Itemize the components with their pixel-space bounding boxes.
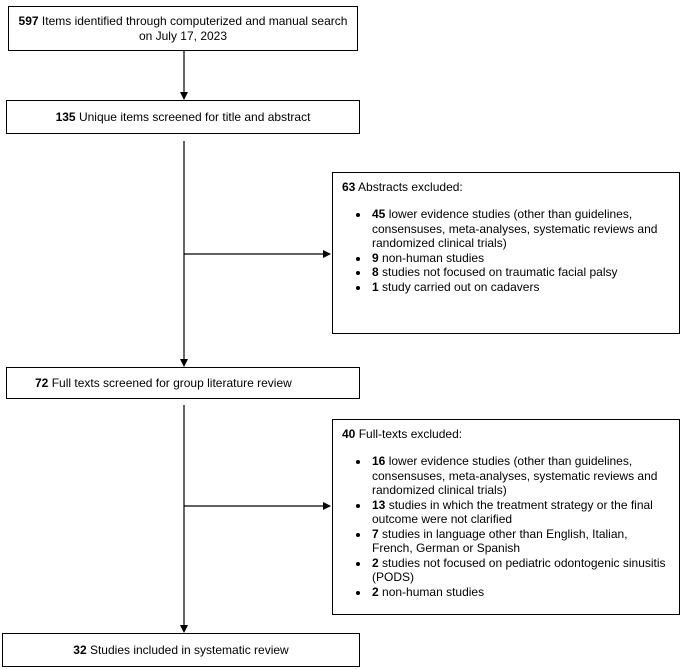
screened-box: 135 Unique items screened for title and … (6, 100, 360, 134)
list-item: 13 studies in which the treatment strate… (370, 498, 671, 527)
fulltext-count: 72 (35, 376, 49, 390)
list-item: 45 lower evidence studies (other than gu… (370, 207, 671, 251)
excluded-abstracts-list: 45 lower evidence studies (other than gu… (342, 207, 671, 294)
fulltext-text: Full texts screened for group literature… (51, 376, 292, 390)
excluded-fulltexts-title: 40 Full-texts excluded: (342, 427, 463, 441)
included-count: 32 (73, 643, 87, 657)
list-item: 7 studies in language other than English… (370, 527, 671, 556)
included-box: 32 Studies included in systematic review (2, 633, 360, 667)
identified-count: 597 (18, 14, 39, 28)
list-item: 2 studies not focused on pediatric odont… (370, 556, 671, 585)
list-item: 2 non-human studies (370, 585, 671, 600)
identified-line1: 597 Items identified through computerize… (18, 14, 348, 28)
screened-text: Unique items screened for title and abst… (78, 110, 311, 124)
list-item: 8 studies not focused on traumatic facia… (370, 265, 671, 280)
screened-count: 135 (55, 110, 76, 124)
excluded-abstracts-title: 63 Abstracts excluded: (342, 180, 463, 194)
excluded-abstracts-box: 63 Abstracts excluded: 45 lower evidence… (332, 172, 680, 334)
list-item: 16 lower evidence studies (other than gu… (370, 454, 671, 498)
excluded-fulltexts-list: 16 lower evidence studies (other than gu… (342, 454, 671, 599)
list-item: 9 non-human studies (370, 251, 671, 266)
fulltext-box: 72 Full texts screened for group literat… (6, 367, 360, 399)
identified-box: 597 Items identified through computerize… (8, 6, 358, 51)
included-text: Studies included in systematic review (89, 643, 289, 657)
list-item: 1 study carried out on cadavers (370, 280, 671, 295)
identified-line2: on July 17, 2023 (138, 29, 228, 43)
excluded-fulltexts-box: 40 Full-texts excluded: 16 lower evidenc… (332, 419, 680, 615)
